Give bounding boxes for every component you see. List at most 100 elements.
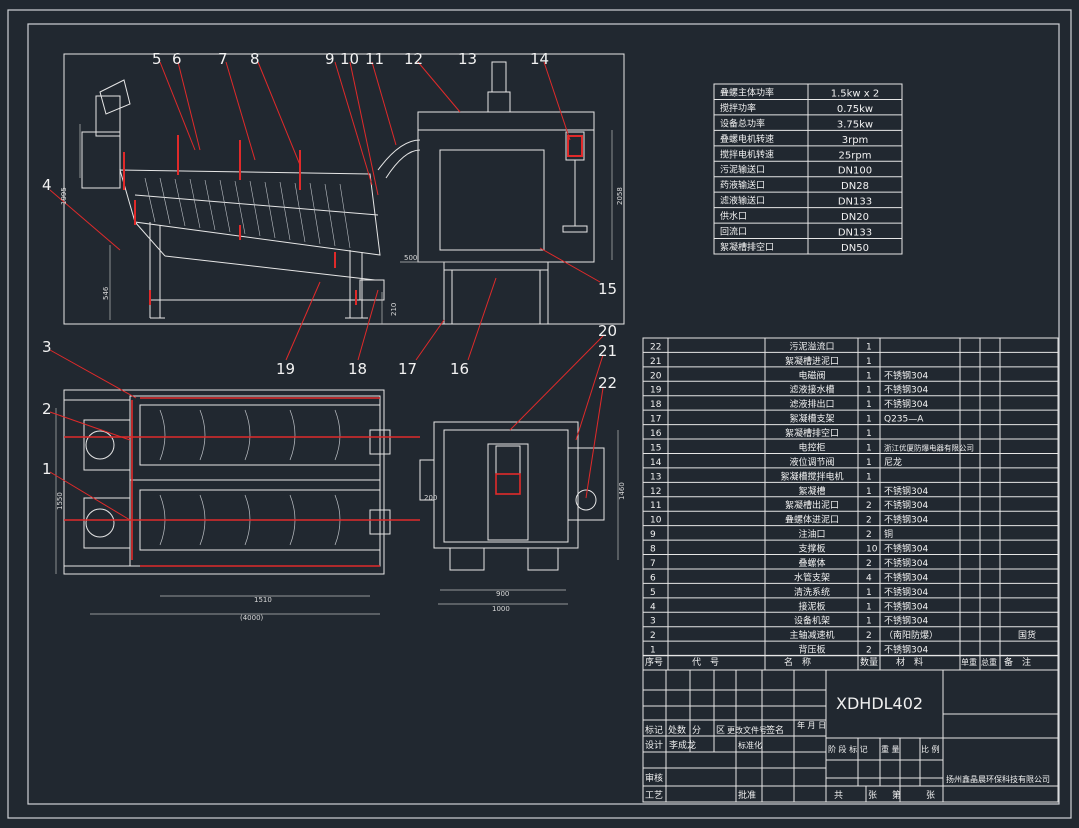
- parts-qty: 10: [866, 545, 878, 555]
- spec-value: DN100: [838, 166, 872, 177]
- parts-qty: 1: [866, 371, 872, 381]
- parts-qty: 2: [866, 501, 872, 511]
- parts-name: 絮凝槽: [798, 485, 825, 497]
- spec-label: 供水口: [720, 210, 747, 222]
- tb-unit1: 张: [868, 790, 877, 801]
- spec-label: 回流口: [720, 226, 747, 238]
- parts-no: 18: [650, 400, 662, 410]
- hdr-unitw: 单重: [961, 657, 977, 667]
- parts-qty: 2: [866, 646, 872, 656]
- dim-900: 900: [496, 590, 509, 598]
- callout-9: 9: [325, 50, 335, 68]
- parts-name: 支撑板: [798, 543, 825, 555]
- parts-name: 液位调节阀: [789, 456, 834, 468]
- hdr-note: 备 注: [1004, 656, 1031, 668]
- spec-value: 25rpm: [839, 150, 872, 161]
- parts-qty: 1: [866, 458, 872, 468]
- spec-value: 0.75kw: [837, 104, 873, 115]
- parts-name: 电控柜: [798, 441, 825, 453]
- hdr-code: 代 号: [692, 657, 719, 668]
- callout-21: 21: [598, 342, 617, 360]
- dim-1550: 1550: [56, 492, 64, 510]
- parts-material: 不锈钢304: [884, 369, 928, 381]
- parts-no: 20: [650, 371, 662, 381]
- outer-frame: [7, 9, 1072, 819]
- parts-material: 不锈钢304: [884, 586, 928, 598]
- parts-no: 15: [650, 443, 661, 453]
- parts-no: 3: [650, 617, 656, 627]
- spec-label: 污泥输送口: [720, 164, 765, 176]
- red-accents-plan: [64, 397, 521, 567]
- dim-1000: 1000: [492, 605, 510, 613]
- parts-no: 4: [650, 602, 656, 612]
- parts-name: 絮凝槽排空口: [785, 427, 839, 439]
- parts-qty: 2: [866, 516, 872, 526]
- spec-value: 1.5kw x 2: [831, 88, 880, 99]
- parts-qty: 1: [866, 472, 872, 482]
- spec-value: 3rpm: [842, 135, 869, 146]
- tb-design-name: 李成龙: [669, 739, 696, 751]
- parts-material: 浙江优厦防爆电器有限公司: [884, 442, 974, 452]
- dim-500: 500: [404, 254, 417, 262]
- hdr-totalw: 总重: [981, 657, 997, 667]
- parts-qty: 1: [866, 487, 872, 497]
- parts-qty: 2: [866, 530, 872, 540]
- tb-design: 设计: [645, 739, 663, 751]
- parts-name: 叠螺体进泥口: [785, 514, 839, 526]
- parts-no: 10: [650, 516, 662, 526]
- parts-name: 絮凝槽进泥口: [785, 355, 839, 367]
- parts-material: 不锈钢304: [884, 514, 928, 526]
- callout-labels: 5 6 7 8 9 10 11 12 13 14 4 15 19 18 17 1…: [42, 50, 617, 478]
- parts-name: 主轴减速机: [789, 629, 834, 641]
- parts-row: 10 叠螺体进泥口 2 不锈钢304: [650, 514, 928, 526]
- callout-15: 15: [598, 280, 617, 298]
- parts-material: Q235—A: [884, 415, 924, 425]
- parts-no: 12: [650, 487, 661, 497]
- callout-4: 4: [42, 176, 52, 194]
- parts-no: 5: [650, 588, 656, 598]
- tb-approve: 批准: [738, 789, 756, 801]
- parts-name: 絮凝槽搅拌电机: [780, 470, 843, 482]
- parts-material: 不锈钢304: [884, 485, 928, 497]
- parts-material: 不锈钢304: [884, 499, 928, 511]
- parts-no: 16: [650, 429, 662, 439]
- tb-no: 第: [892, 789, 901, 801]
- tb-std: 标准化: [738, 740, 762, 750]
- parts-header: 序号 代 号 名 称 数量 材 料 单重 总重 备 注: [645, 656, 1031, 668]
- hdr-qty: 数量: [860, 656, 878, 668]
- parts-name: 设备机架: [794, 615, 830, 627]
- spec-value: 3.75kw: [837, 119, 873, 130]
- callout-20: 20: [598, 322, 617, 340]
- dim-200: 200: [424, 494, 437, 502]
- parts-name: 清洗系统: [794, 586, 830, 598]
- tb-stage: 阶 段 标 记: [828, 744, 868, 754]
- spec-value: DN28: [841, 181, 869, 192]
- parts-no: 8: [650, 545, 656, 555]
- parts-name: 污泥溢流口: [789, 340, 834, 352]
- parts-qty: 1: [866, 429, 872, 439]
- parts-qty: 1: [866, 617, 872, 627]
- title-block-grid: [642, 669, 1059, 803]
- parts-qty: 2: [866, 631, 872, 641]
- spec-label: 搅拌电机转速: [720, 148, 774, 160]
- parts-material: 不锈钢304: [884, 398, 928, 410]
- callout-5: 5: [152, 50, 162, 68]
- callout-11: 11: [365, 50, 384, 68]
- callout-13: 13: [458, 50, 477, 68]
- tb-div: 分: [692, 725, 701, 736]
- tb-count: 处数: [668, 724, 686, 736]
- dim-2058: 2058: [616, 187, 624, 205]
- parts-name: 絮凝槽出泥口: [785, 499, 839, 511]
- parts-qty: 1: [866, 588, 872, 598]
- spec-value: DN50: [841, 243, 869, 254]
- company-name: 扬州鑫晶晨环保科技有限公司: [946, 774, 1050, 784]
